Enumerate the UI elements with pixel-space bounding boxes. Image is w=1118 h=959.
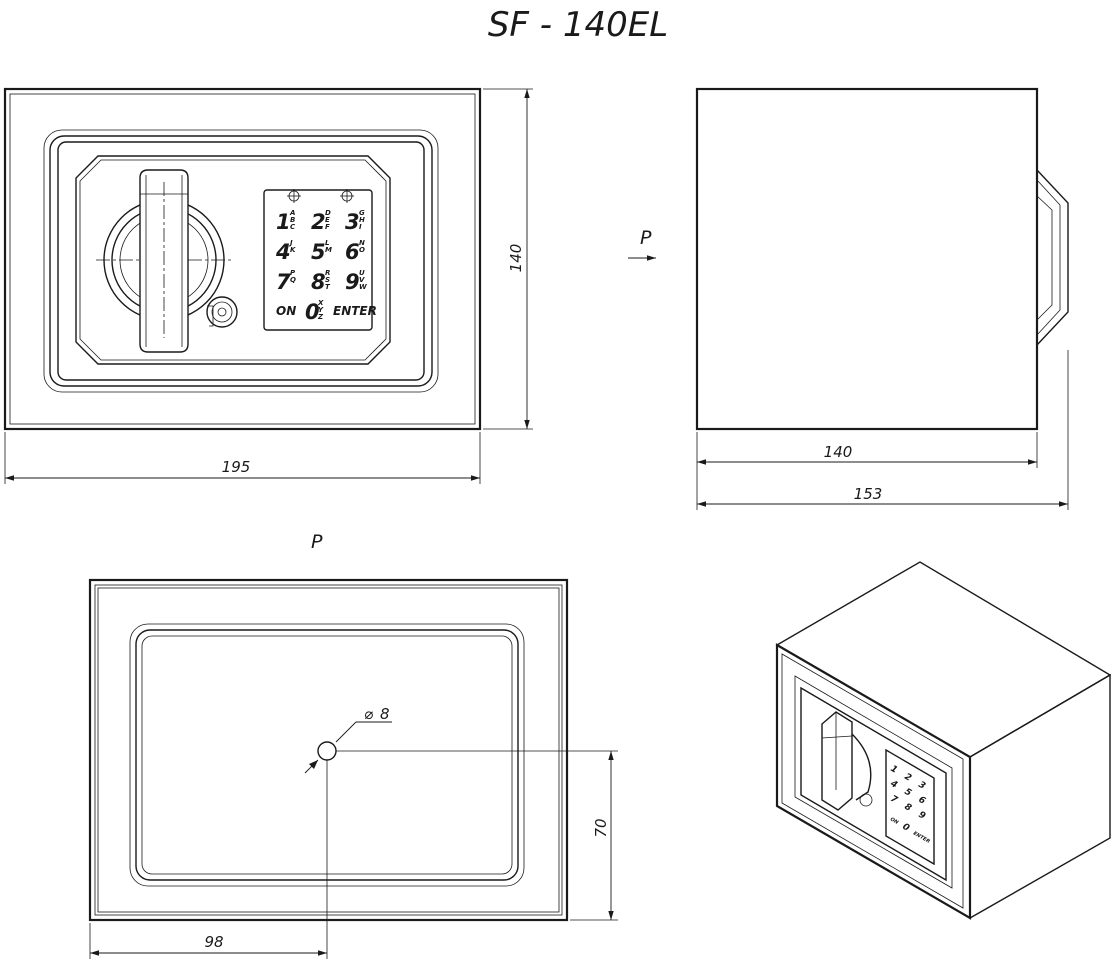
keypad-key-5: 5 [311, 240, 326, 264]
dimension-label: 140 [824, 443, 853, 461]
keypad-key-letter: K [290, 246, 296, 254]
keypad-on-label: ON [276, 304, 296, 318]
keypad-key-letter: J [288, 239, 293, 247]
keypad-key-3: 3 [345, 210, 360, 234]
isometric-key-2: 2 [903, 772, 913, 784]
isometric-key-5: 5 [903, 787, 913, 799]
keypad-key-letter: B [290, 216, 295, 224]
keypad-key-letter: P [290, 269, 296, 277]
dimension-label: 98 [204, 933, 223, 951]
isometric-enter-label: ENTER [912, 831, 931, 845]
dimension-195: 195 [4, 432, 481, 484]
dimension-label: 153 [854, 485, 883, 503]
side-view: 140 153 P [628, 87, 1069, 510]
dimension-label: 70 [592, 818, 610, 837]
keypad-key-letter: D [325, 209, 331, 217]
dimension-label: 8 [380, 705, 390, 723]
key-lock [206, 296, 238, 328]
keypad-key-letter: R [325, 269, 330, 277]
isometric-key-6: 6 [917, 795, 927, 807]
keypad-key-letter: G [359, 209, 365, 217]
dimension-140-depth: 140 [696, 432, 1038, 510]
dimension-98: 98 [89, 760, 328, 959]
dimension-label: 140 [507, 244, 525, 273]
keypad-key-letter: F [325, 223, 330, 231]
keypad-key-letter: E [325, 216, 330, 224]
keypad-screw [287, 189, 301, 203]
keypad-key-letter: O [359, 246, 365, 254]
view-label: P [311, 531, 323, 553]
isometric-key-1: 1 [889, 764, 899, 776]
isometric-on-label: ON [889, 817, 900, 827]
isometric-view: 123 456 789 ON 0 ENTER [775, 561, 1112, 920]
keypad-zero-letter: Z [317, 313, 324, 321]
keypad-key-2: 2 [311, 210, 326, 234]
keypad-key-letter: V [359, 276, 365, 284]
keypad-key-1: 1 [276, 210, 291, 234]
anchor-hole: ⌀ 8 [304, 705, 392, 774]
keypad-key-9: 9 [345, 270, 360, 294]
keypad-key-8: 8 [311, 270, 326, 294]
keypad-key-letter: L [325, 239, 329, 247]
keypad-key-6: 6 [345, 240, 360, 264]
keypad-key-letter: T [325, 283, 331, 291]
keypad-key-letter: N [359, 239, 365, 247]
isometric-key-4: 4 [888, 778, 899, 790]
view-arrow-p: P [628, 227, 656, 261]
dimension-153: 153 [697, 350, 1069, 510]
isometric-key-9: 9 [917, 810, 927, 822]
keypad-key-letter: S [325, 276, 330, 284]
dimension-140-height: 140 [483, 88, 533, 430]
keypad-key-letter: Q [290, 276, 296, 284]
keypad-key-letter: C [290, 223, 296, 231]
keypad-key-letter: I [359, 223, 362, 231]
isometric-key-3: 3 [917, 780, 927, 792]
keypad-key-letter: W [359, 283, 367, 291]
drawing-title: SF - 140EL [488, 5, 668, 45]
keypad-zero-letter: X [317, 299, 324, 307]
keypad-key-4: 4 [275, 240, 291, 264]
isometric-key-8: 8 [903, 802, 913, 814]
isometric-zero-key: 0 [901, 822, 911, 834]
diameter-symbol: ⌀ [364, 705, 373, 723]
keypad-key-7: 7 [276, 270, 291, 294]
keypad-key-letter: U [359, 269, 365, 277]
keypad-key-letter: H [359, 216, 365, 224]
keypad-screw [340, 189, 354, 203]
isometric-keypad-keys: 123 456 789 [888, 764, 927, 822]
dimension-label: 195 [222, 458, 251, 476]
isometric-key-7: 7 [889, 794, 900, 806]
keypad-key-letter: M [325, 246, 332, 254]
keypad-enter-label: ENTER [333, 304, 377, 318]
view-label: P [640, 227, 652, 249]
handle-lever [139, 169, 189, 353]
keypad-zero-letter: Y [318, 306, 324, 314]
keypad-key-letter: A [289, 209, 295, 217]
dimension-70: 70 [336, 750, 618, 921]
keypad-zero-key: 0 [305, 300, 320, 324]
back-view: P ⌀ 8 70 98 [88, 531, 618, 959]
